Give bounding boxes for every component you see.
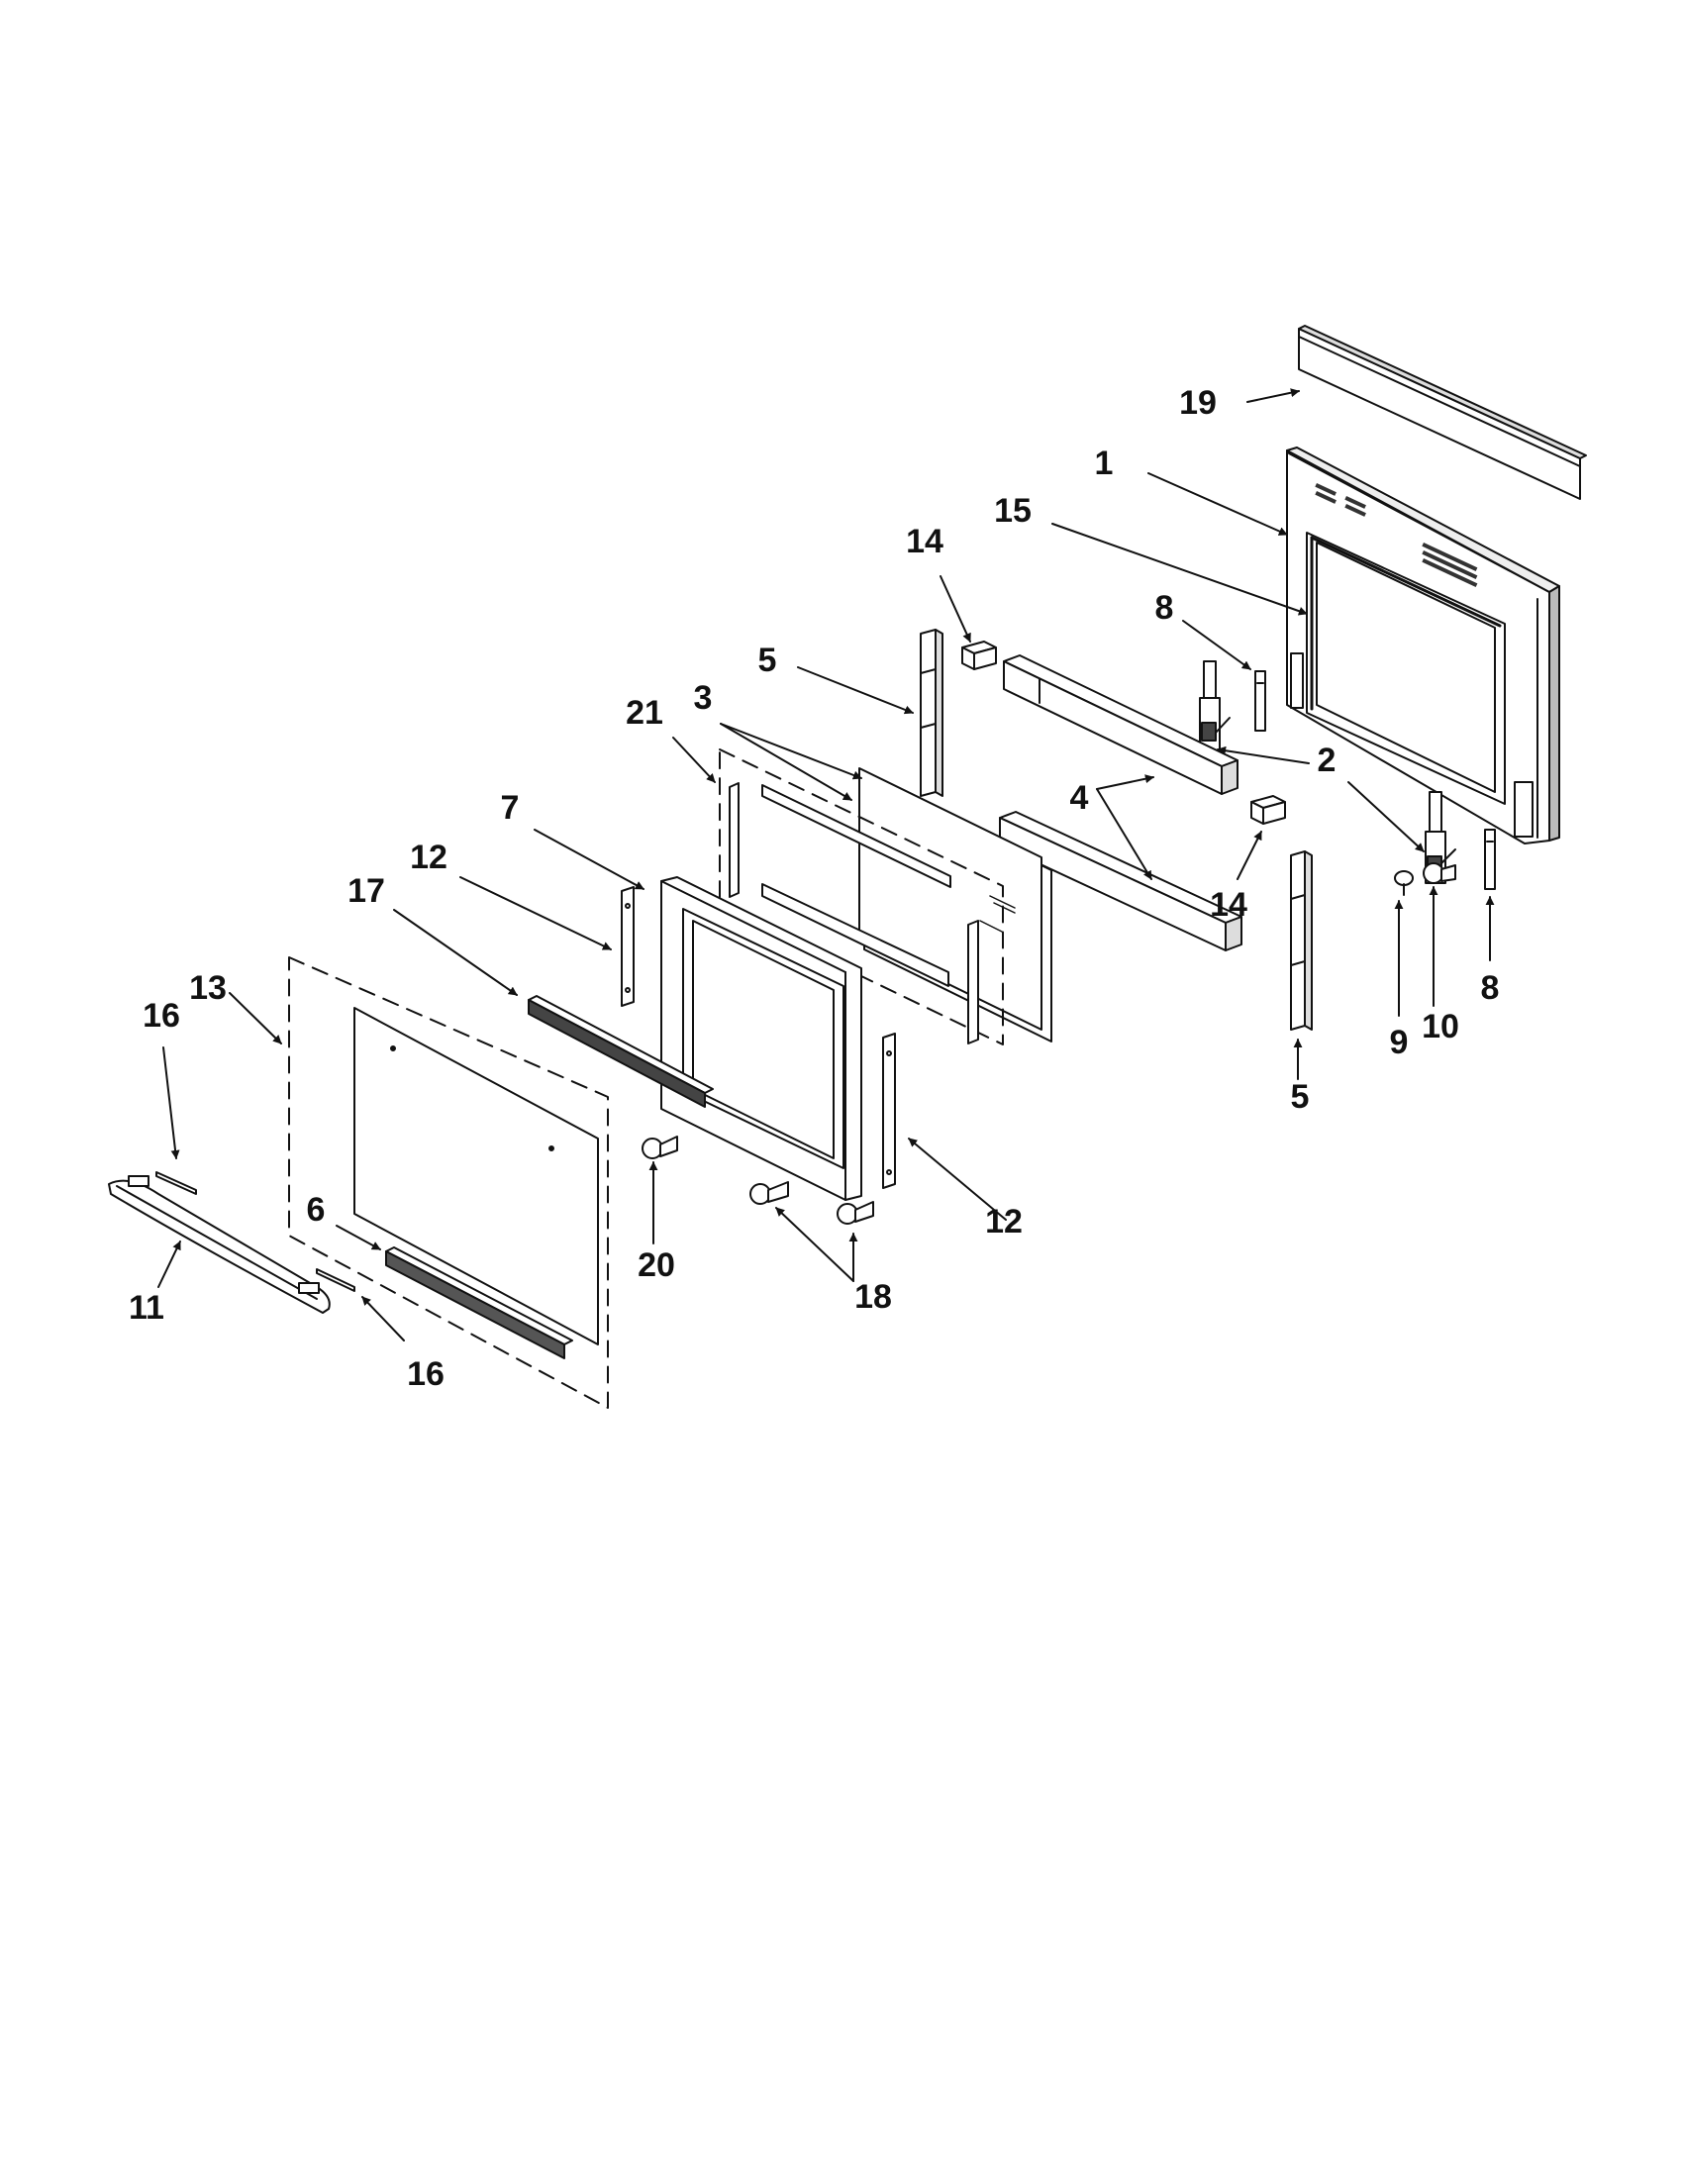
leader-18a [776, 1208, 853, 1281]
callout-18: 18 [854, 1278, 892, 1316]
callout-7: 7 [500, 789, 520, 827]
insulation-bar-part-upper [1004, 655, 1238, 794]
clip-part-upper [1255, 671, 1265, 731]
leader-8a [1183, 621, 1250, 669]
callout-19: 19 [1179, 384, 1217, 422]
callout-2: 2 [1317, 742, 1337, 779]
callout-12-right: 12 [985, 1203, 1023, 1241]
leader-14a [941, 576, 970, 642]
door-handle-part [109, 1176, 330, 1313]
callout-21: 21 [626, 694, 663, 732]
screw-part-18a [750, 1182, 788, 1204]
leader-16a [163, 1047, 180, 1158]
leader-21 [673, 738, 715, 782]
inner-door-frame-part [661, 877, 861, 1200]
leader-4a [1097, 774, 1153, 789]
callout-14-lower: 14 [1210, 886, 1247, 924]
side-channel-part-lower [1291, 851, 1312, 1030]
glass-panel-part [859, 768, 1051, 1042]
inner-glass-frame-part [720, 749, 1003, 1044]
bolt-part-10 [1424, 863, 1455, 883]
leader-14b [1238, 832, 1261, 879]
clip-part-lower [1485, 830, 1495, 889]
leader-17 [394, 910, 517, 995]
leader-6 [337, 1226, 380, 1249]
pad-part-upper [156, 1172, 196, 1194]
leader-2a [1218, 745, 1309, 763]
leader-12b [909, 1139, 1006, 1220]
callout-15: 15 [994, 492, 1032, 530]
leader-3a [721, 724, 861, 780]
leader-4b [1097, 789, 1151, 879]
side-bracket-part-right [883, 1034, 895, 1188]
screw-part-20 [643, 1137, 677, 1158]
leader-7 [535, 830, 644, 889]
leader-15 [1052, 524, 1307, 616]
top-strip-part [1299, 326, 1586, 499]
bumper-block-part-lower [1251, 796, 1285, 824]
callout-12-left: 12 [410, 839, 447, 876]
hinge-part-upper [1200, 661, 1230, 750]
callout-4: 4 [1069, 779, 1089, 817]
callout-17: 17 [347, 872, 385, 910]
leader-19 [1247, 388, 1299, 402]
screw-part-9 [1395, 871, 1413, 895]
screw-part-18b [838, 1202, 873, 1224]
callout-14-upper: 14 [906, 523, 943, 560]
leader-2b [1348, 782, 1424, 851]
insulation-bar-part-lower [1000, 812, 1241, 950]
leader-1 [1148, 473, 1287, 535]
callout-9: 9 [1389, 1024, 1409, 1061]
callout-16-lower: 16 [407, 1355, 445, 1393]
side-bracket-part-left [622, 887, 634, 1006]
callout-8-upper: 8 [1154, 589, 1174, 627]
callout-5-lower: 5 [1290, 1078, 1310, 1116]
side-channel-part-upper [921, 630, 942, 796]
outer-glass-assembly-part [289, 957, 608, 1408]
callout-16-upper: 16 [143, 997, 180, 1035]
leader-12a [460, 877, 611, 949]
leader-13 [230, 993, 281, 1043]
bottom-channel-part [529, 996, 713, 1107]
bumper-block-part-upper [962, 642, 996, 669]
callout-3: 3 [693, 679, 713, 717]
leader-11 [158, 1241, 180, 1287]
callout-11: 11 [129, 1289, 164, 1327]
outer-door-panel-part [1287, 447, 1559, 844]
pad-part-lower [317, 1269, 354, 1291]
callout-5-upper: 5 [757, 642, 777, 679]
callout-13: 13 [189, 969, 227, 1007]
callout-10: 10 [1422, 1008, 1459, 1045]
bottom-trim-part [386, 1247, 572, 1358]
leader-3b [721, 724, 851, 800]
callout-8-lower: 8 [1480, 969, 1500, 1007]
callout-1: 1 [1094, 445, 1114, 482]
callout-20: 20 [638, 1246, 675, 1284]
leader-5a [798, 667, 913, 715]
leader-16b [362, 1297, 404, 1340]
callout-6: 6 [306, 1191, 326, 1229]
